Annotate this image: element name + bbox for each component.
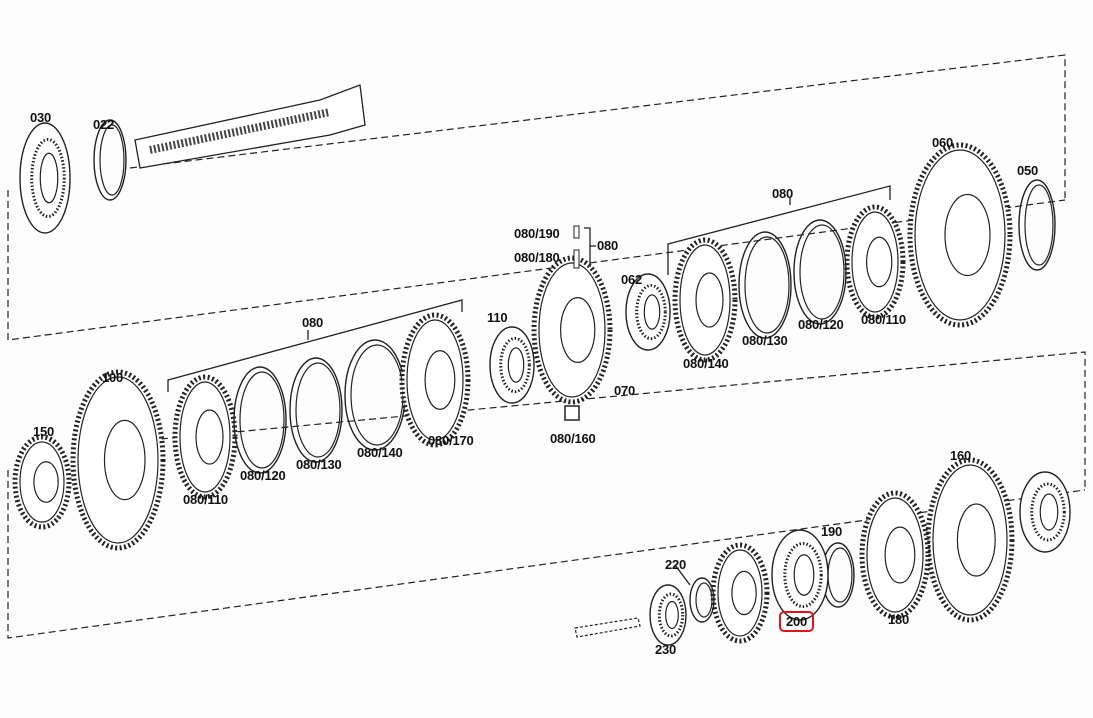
label-220: 220 [665, 557, 687, 572]
ring-080-110-lower-icon [172, 374, 238, 500]
label-080-110-lower: 080/110 [183, 492, 228, 507]
label-110: 110 [487, 310, 508, 325]
label-080-170: 080/170 [428, 433, 474, 448]
lower-group-outline-bottom [7, 470, 1086, 639]
ring-080-140-upper-icon [672, 237, 738, 363]
label-080-120-lower: 080/120 [240, 468, 286, 483]
gear-100-icon [70, 369, 166, 551]
gear-150-icon [12, 434, 72, 530]
label-080-130-upper: 080/130 [742, 333, 788, 348]
ring-050-icon [1018, 179, 1056, 271]
needle-bearing-062-icon [625, 273, 671, 351]
label-080-mid: 080 [302, 315, 324, 330]
gear-210-icon [710, 542, 770, 644]
bearing-200-icon [771, 529, 829, 621]
label-100: 100 [102, 370, 124, 385]
label-070: 070 [614, 383, 636, 398]
label-080-180: 080/180 [514, 250, 560, 265]
gear-180-icon [859, 490, 931, 620]
ring-080-130-upper-icon [738, 231, 792, 339]
bearing-030-icon [19, 122, 71, 234]
main-shaft-icon [134, 84, 366, 169]
label-080-160: 080/160 [550, 431, 596, 446]
label-080-140-upper: 080/140 [683, 356, 729, 371]
label-050: 050 [1017, 163, 1039, 178]
needle-bearing-170-icon [1019, 471, 1071, 553]
label-080-130-lower: 080/130 [296, 457, 342, 472]
ring-080-120-upper-icon [793, 219, 847, 325]
gear-160-icon [925, 457, 1015, 623]
label-080-140-lower: 080/140 [357, 445, 403, 460]
pin-spring-icon [564, 225, 580, 421]
label-230: 230 [655, 642, 677, 657]
needle-bearing-110-icon [489, 326, 535, 404]
label-080-120-upper: 080/120 [798, 317, 844, 332]
gear-060-icon [907, 142, 1013, 328]
nut-230-icon [649, 584, 687, 646]
label-160: 160 [950, 448, 972, 463]
label-190: 190 [821, 524, 843, 539]
washer-220-icon [689, 577, 715, 623]
ring-080-140-lower-icon [344, 339, 406, 451]
ring-080-130-lower-icon [289, 357, 343, 463]
label-200-highlighted[interactable]: 200 [779, 611, 815, 632]
ring-080-110-upper-icon [844, 204, 906, 320]
small-shaft-icon [574, 617, 641, 638]
label-022: 022 [93, 117, 115, 132]
upper-group-outline-top [129, 54, 1066, 200]
label-030: 030 [30, 110, 52, 125]
label-080-110-upper: 080/110 [861, 312, 906, 327]
ring-080-120-lower-icon [233, 366, 287, 474]
label-060: 060 [932, 135, 954, 150]
label-080-190: 080/190 [514, 226, 560, 241]
label-180: 180 [888, 612, 910, 627]
label-080-top: 080 [772, 186, 794, 201]
ring-022-icon [93, 119, 127, 201]
label-062: 062 [621, 272, 643, 287]
bracket-lines [167, 185, 891, 586]
label-150: 150 [33, 424, 55, 439]
ring-080-170-icon [399, 312, 471, 448]
label-080-group: 080 [597, 238, 619, 253]
synchro-hub-070-icon [531, 255, 613, 405]
